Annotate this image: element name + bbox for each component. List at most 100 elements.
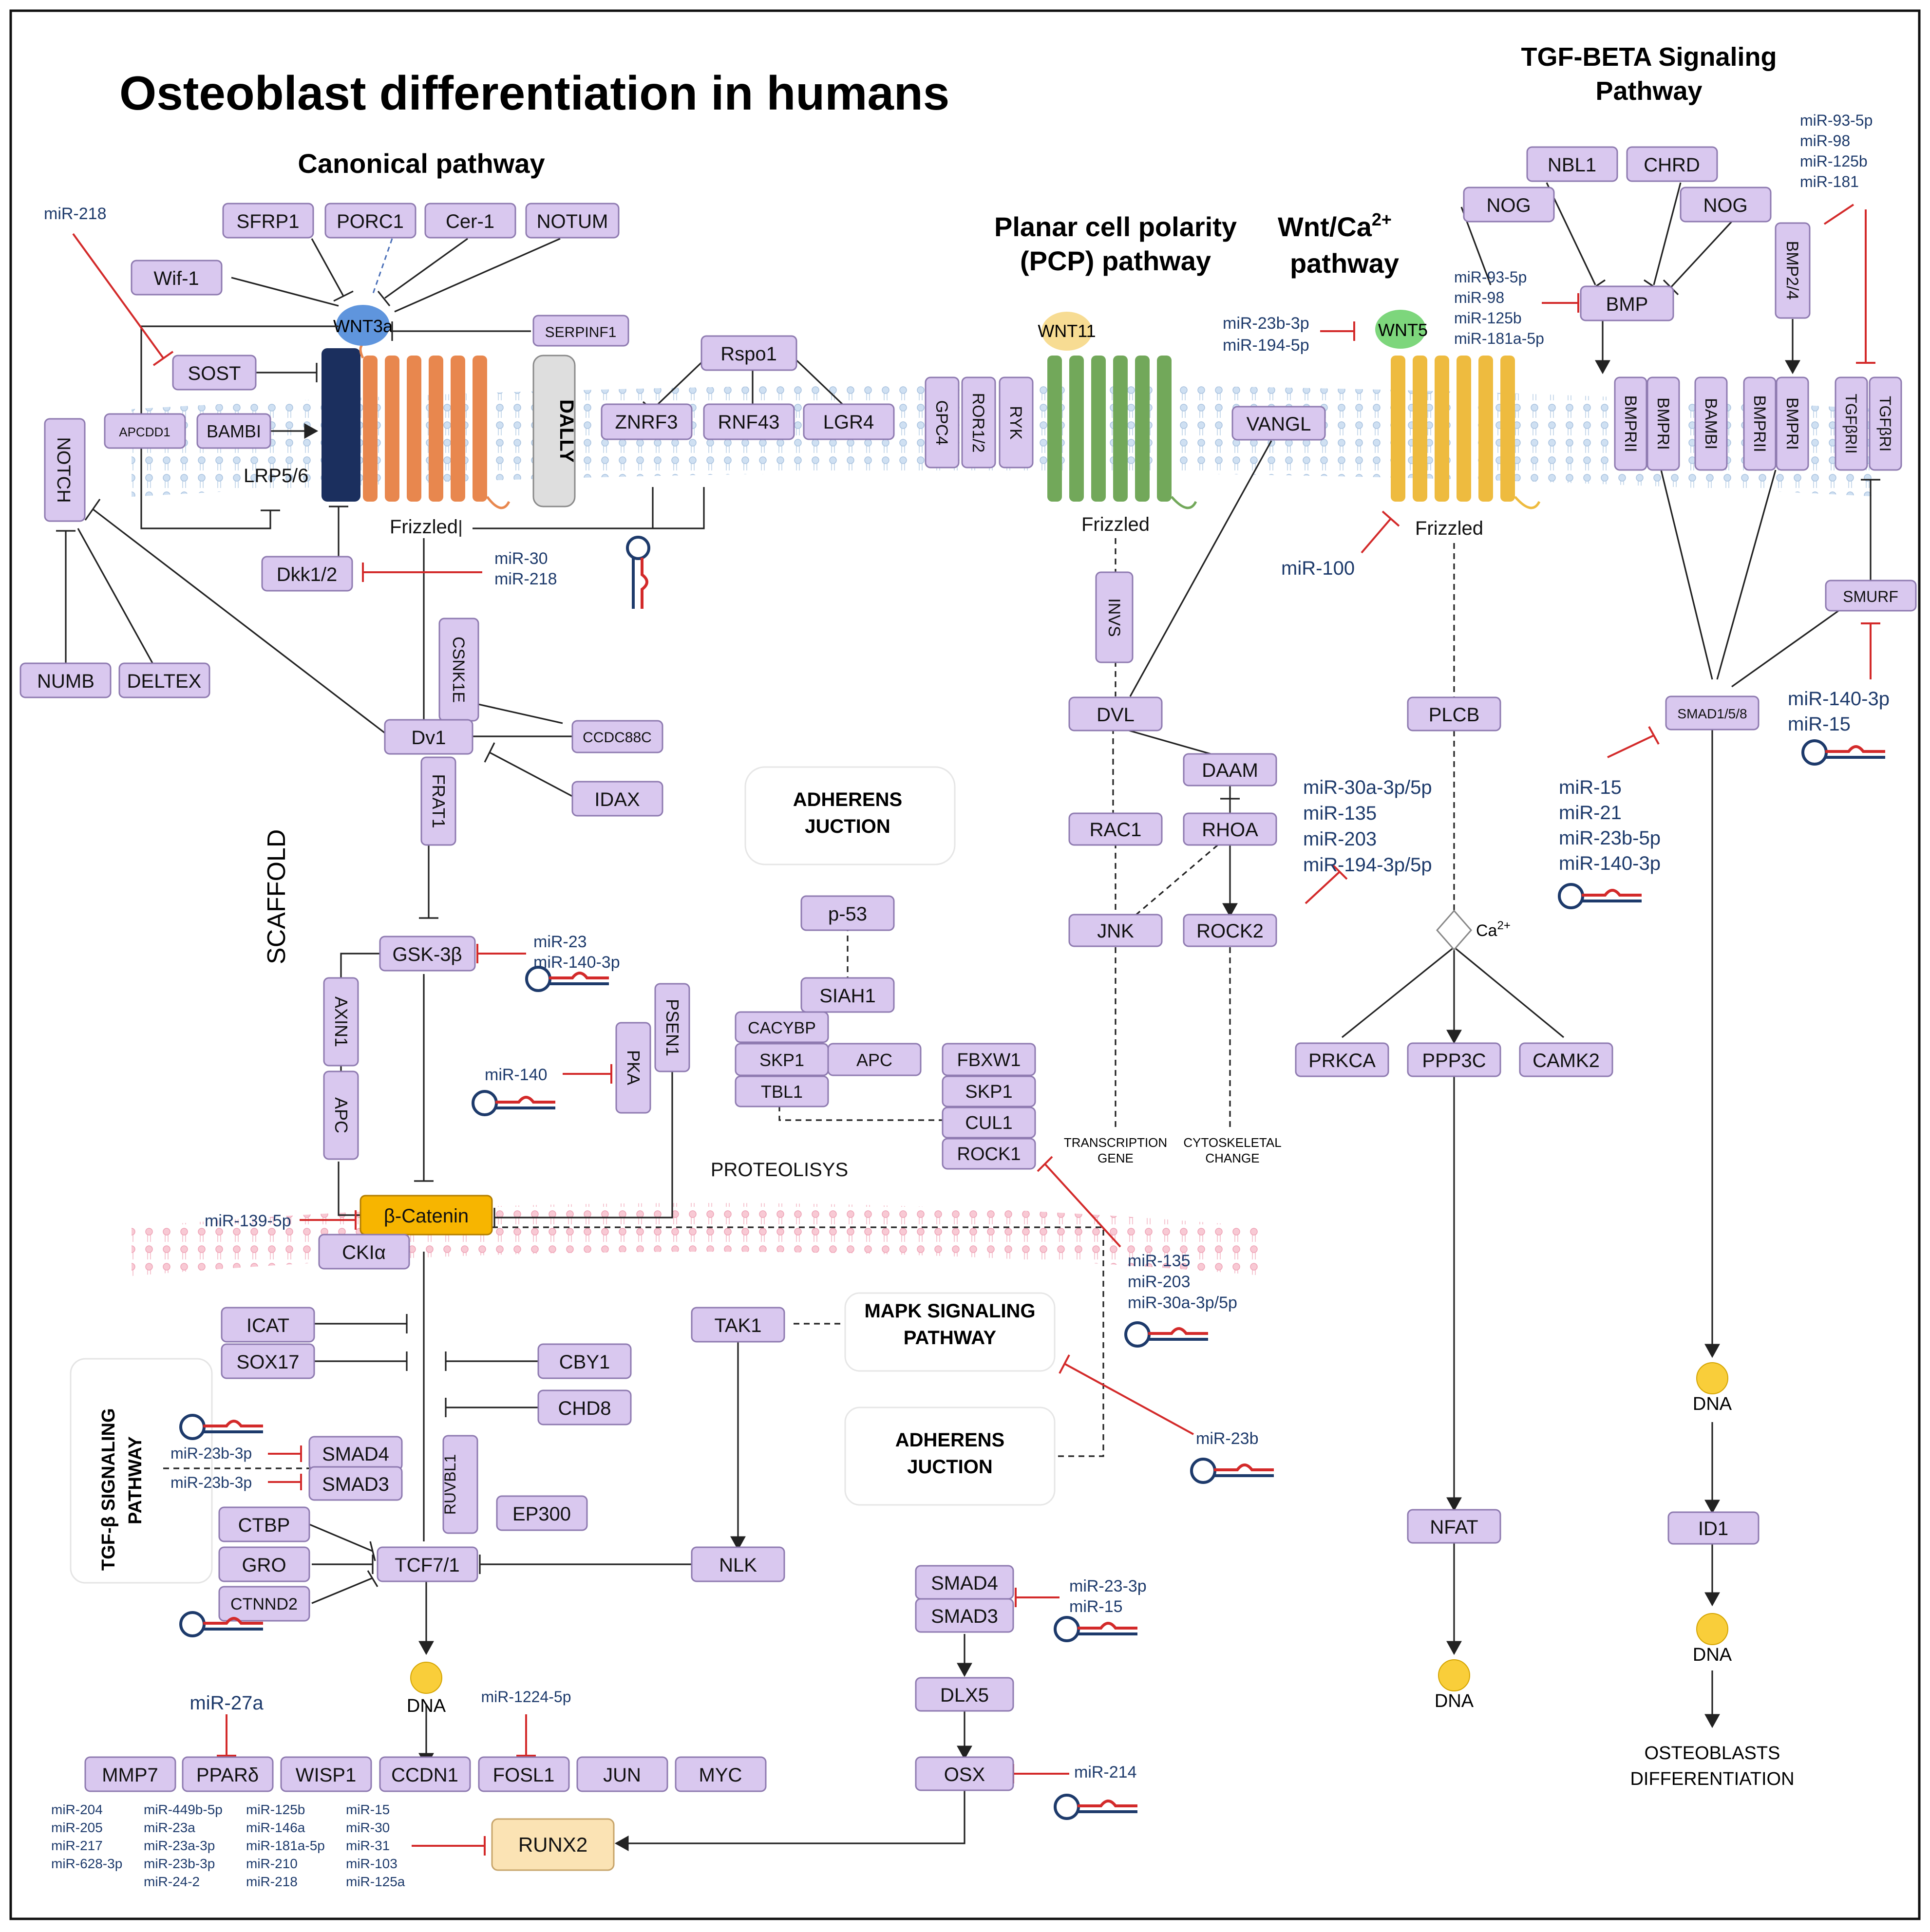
node-smurf[interactable]: SMURF	[1825, 580, 1917, 612]
node-daam[interactable]: DAAM	[1183, 753, 1277, 787]
node-rac1[interactable]: RAC1	[1068, 812, 1163, 846]
node-ppard[interactable]: PPARδ	[182, 1756, 274, 1792]
node-gpc4[interactable]: GPC4	[925, 376, 960, 469]
node-porc1[interactable]: PORC1	[324, 203, 416, 239]
node-bmpri-2[interactable]: BMPRI	[1776, 376, 1809, 471]
mirna-smurf-2: miR-15	[1788, 713, 1851, 735]
node-axin1[interactable]: AXIN1	[323, 977, 359, 1067]
node-smad158[interactable]: SMAD1/5/8	[1665, 695, 1760, 731]
node-rnf43[interactable]: RNF43	[703, 403, 795, 440]
node-apcdd1[interactable]: APCDD1	[104, 413, 186, 449]
node-rhoa[interactable]: RHOA	[1183, 812, 1277, 846]
node-bmpri-1[interactable]: BMPRI	[1646, 376, 1680, 471]
node-lgr4[interactable]: LGR4	[803, 403, 895, 440]
node-sfrp1[interactable]: SFRP1	[222, 203, 314, 239]
node-ctnnd2[interactable]: CTNND2	[218, 1586, 310, 1622]
node-sox17[interactable]: SOX17	[221, 1343, 315, 1379]
node-ctbp[interactable]: CTBP	[218, 1506, 310, 1542]
node-p53[interactable]: p-53	[800, 895, 895, 931]
node-fbxw1[interactable]: FBXW1	[942, 1043, 1036, 1076]
node-camk2[interactable]: CAMK2	[1519, 1042, 1613, 1077]
node-fosl1[interactable]: FOSL1	[478, 1756, 570, 1792]
node-myc[interactable]: MYC	[675, 1756, 767, 1792]
node-notum[interactable]: NOTUM	[525, 203, 620, 239]
node-jnk[interactable]: JNK	[1068, 914, 1163, 947]
node-cul1[interactable]: CUL1	[942, 1107, 1036, 1139]
node-apc-1[interactable]: APC	[323, 1070, 359, 1160]
node-nog-2[interactable]: NOG	[1680, 187, 1772, 223]
node-nbl1[interactable]: NBL1	[1526, 146, 1618, 182]
node-tak1[interactable]: TAK1	[691, 1307, 785, 1343]
node-plcb[interactable]: PLCB	[1407, 696, 1501, 732]
node-cer1[interactable]: Cer-1	[424, 203, 516, 239]
node-tbl1[interactable]: TBL1	[735, 1075, 829, 1107]
node-chd8[interactable]: CHD8	[537, 1389, 632, 1426]
node-gro[interactable]: GRO	[218, 1546, 310, 1582]
node-invs[interactable]: INVS	[1095, 571, 1134, 663]
node-cacybp[interactable]: CACYBP	[735, 1011, 829, 1043]
node-ror12[interactable]: ROR1/2	[961, 376, 996, 469]
node-siah1[interactable]: SIAH1	[800, 977, 895, 1013]
node-csnk1e[interactable]: CSNK1E	[438, 618, 479, 722]
node-apc-2[interactable]: APC	[827, 1043, 922, 1076]
node-bcatenin[interactable]: β-Catenin	[360, 1195, 493, 1236]
node-prkca[interactable]: PRKCA	[1295, 1042, 1389, 1077]
node-bambi-2[interactable]: BAMBI	[1694, 376, 1728, 471]
node-rspo1[interactable]: Rspo1	[700, 335, 797, 371]
node-ccdc88c[interactable]: CCDC88C	[571, 720, 663, 753]
node-bmp24[interactable]: BMP2/4	[1775, 222, 1811, 319]
node-jun[interactable]: JUN	[576, 1756, 668, 1792]
node-wif1[interactable]: Wif-1	[131, 260, 223, 296]
node-pka[interactable]: PKA	[615, 1022, 651, 1114]
node-gsk3b[interactable]: GSK-3β	[379, 936, 476, 972]
node-icat[interactable]: ICAT	[221, 1307, 315, 1343]
node-wisp1[interactable]: WISP1	[280, 1756, 372, 1792]
node-id1[interactable]: ID1	[1667, 1511, 1760, 1545]
node-smad3-2[interactable]: SMAD3	[915, 1598, 1014, 1633]
node-dlx5[interactable]: DLX5	[915, 1677, 1014, 1712]
node-tgfbrii[interactable]: TGFβRII	[1835, 376, 1868, 471]
node-frat1[interactable]: FRAT1	[420, 756, 456, 846]
node-notch[interactable]: NOTCH	[44, 418, 86, 522]
node-rock1[interactable]: ROCK1	[942, 1138, 1036, 1170]
node-nog-1[interactable]: NOG	[1463, 187, 1555, 223]
node-mmp7[interactable]: MMP7	[84, 1756, 176, 1792]
node-deltex[interactable]: DELTEX	[118, 662, 210, 698]
node-smad4-2[interactable]: SMAD4	[915, 1565, 1014, 1600]
node-vangl[interactable]: VANGL	[1231, 406, 1326, 441]
node-ruvbl1[interactable]: RUVBL1	[441, 1435, 478, 1534]
node-bmp[interactable]: BMP	[1580, 285, 1674, 321]
node-smad3-1[interactable]: SMAD3	[308, 1466, 403, 1501]
node-runx2[interactable]: RUNX2	[491, 1818, 615, 1871]
node-ep300[interactable]: EP300	[496, 1495, 588, 1531]
node-rock2[interactable]: ROCK2	[1183, 914, 1277, 947]
node-dv1[interactable]: Dv1	[384, 719, 473, 755]
node-osx[interactable]: OSX	[915, 1756, 1014, 1791]
node-numb[interactable]: NUMB	[19, 662, 112, 698]
cytoskeletal-label-2: CHANGE	[1205, 1151, 1259, 1165]
node-znrf3[interactable]: ZNRF3	[601, 403, 693, 440]
node-smad4-1[interactable]: SMAD4	[308, 1436, 403, 1471]
node-ckia[interactable]: CKIα	[318, 1234, 410, 1270]
node-nfat[interactable]: NFAT	[1407, 1509, 1501, 1544]
node-ppp3c[interactable]: PPP3C	[1407, 1042, 1501, 1077]
node-nlk[interactable]: NLK	[691, 1546, 785, 1582]
node-skp1-2[interactable]: SKP1	[942, 1075, 1036, 1107]
node-ccdn1[interactable]: CCDN1	[379, 1756, 471, 1792]
node-serpinf1[interactable]: SERPINF1	[532, 315, 629, 347]
node-bambi-1[interactable]: BAMBI	[196, 413, 271, 449]
node-tgfbri[interactable]: TGFβRI	[1869, 376, 1902, 471]
node-bmprii-1[interactable]: BMPRII	[1614, 376, 1647, 471]
node-idax[interactable]: IDAX	[571, 781, 663, 817]
node-skp1-1[interactable]: SKP1	[735, 1043, 829, 1076]
node-dkk[interactable]: Dkk1/2	[261, 556, 353, 592]
node-ryk[interactable]: RYK	[999, 376, 1034, 469]
node-psen1[interactable]: PSEN1	[654, 983, 690, 1072]
mirna-runx2-c3-1: miR-125b	[246, 1802, 305, 1817]
node-dvl[interactable]: DVL	[1068, 696, 1163, 732]
node-tcf71[interactable]: TCF7/1	[377, 1546, 478, 1582]
node-bmprii-2[interactable]: BMPRII	[1743, 376, 1777, 471]
node-cby1[interactable]: CBY1	[537, 1343, 632, 1379]
node-chrd[interactable]: CHRD	[1626, 146, 1718, 182]
node-sost[interactable]: SOST	[172, 355, 257, 391]
